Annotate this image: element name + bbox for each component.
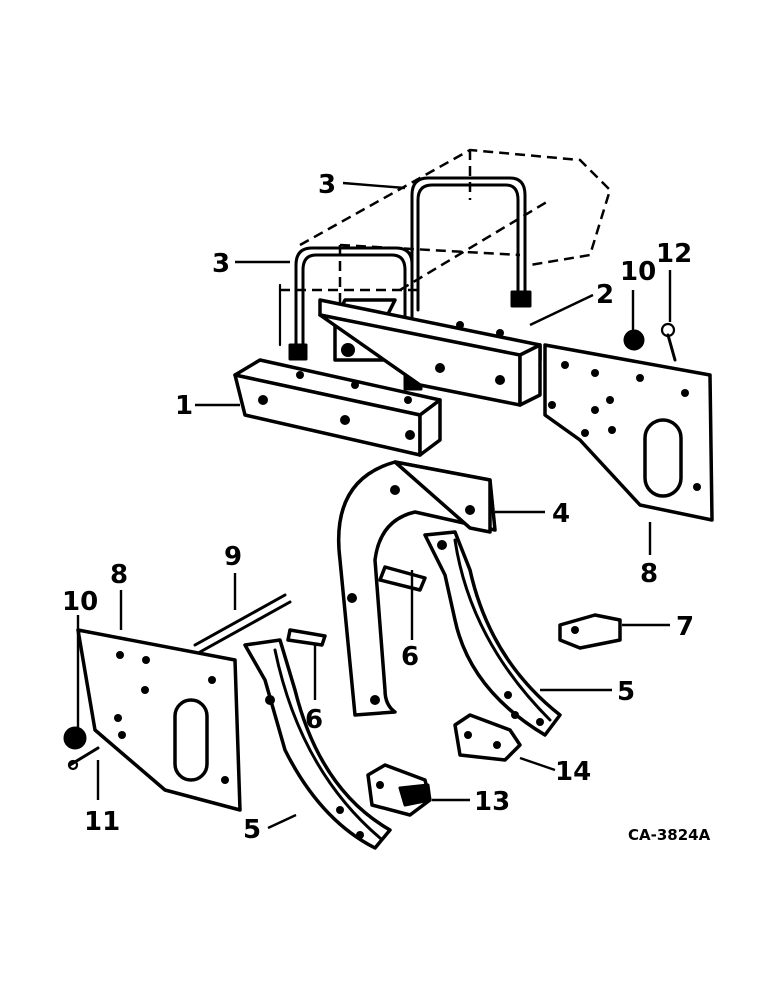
figure-code: CA-3824A	[628, 826, 711, 844]
shovel-right	[423, 530, 562, 737]
short-bolt	[67, 746, 100, 771]
point-left	[366, 763, 432, 817]
pin-right	[378, 565, 427, 592]
callout-labels: 3 3 1 2 10 12 4 8 7 5 14 13 6 6 9 8 10 1…	[62, 170, 694, 845]
callout-8-left: 8	[110, 560, 128, 590]
side-plate-left	[76, 628, 242, 812]
callout-8-right: 8	[640, 559, 658, 589]
shank	[337, 460, 497, 717]
pin-left	[286, 628, 327, 647]
angle-bracket-rear	[318, 298, 542, 407]
callout-10-right: 10	[620, 257, 656, 287]
u-bolt-upper	[410, 176, 532, 312]
long-bolt	[193, 593, 292, 654]
callout-7: 7	[676, 612, 694, 642]
shovel-left	[243, 638, 392, 850]
callout-1: 1	[175, 391, 193, 421]
callout-6-left: 6	[305, 705, 323, 735]
nut-right	[623, 329, 645, 351]
callout-5-right: 5	[617, 677, 635, 707]
callout-4: 4	[552, 499, 570, 529]
callout-10-left: 10	[62, 587, 98, 617]
leader-lines	[76, 181, 672, 830]
callout-3-lower: 3	[212, 249, 230, 279]
callout-2: 2	[596, 280, 614, 310]
side-plate-right	[543, 343, 714, 522]
callout-11: 11	[84, 807, 120, 837]
angle-bracket-front	[233, 358, 442, 457]
cotter-pin	[660, 322, 677, 362]
point-right	[453, 713, 522, 762]
callout-6-right: 6	[401, 642, 419, 672]
callout-13: 13	[474, 787, 510, 817]
nut-left	[63, 726, 87, 750]
callout-3-upper: 3	[318, 170, 336, 200]
callout-14: 14	[555, 757, 591, 787]
clip	[558, 613, 622, 650]
callout-12: 12	[656, 239, 692, 269]
callout-9: 9	[224, 542, 242, 572]
callout-5-left: 5	[243, 815, 261, 845]
